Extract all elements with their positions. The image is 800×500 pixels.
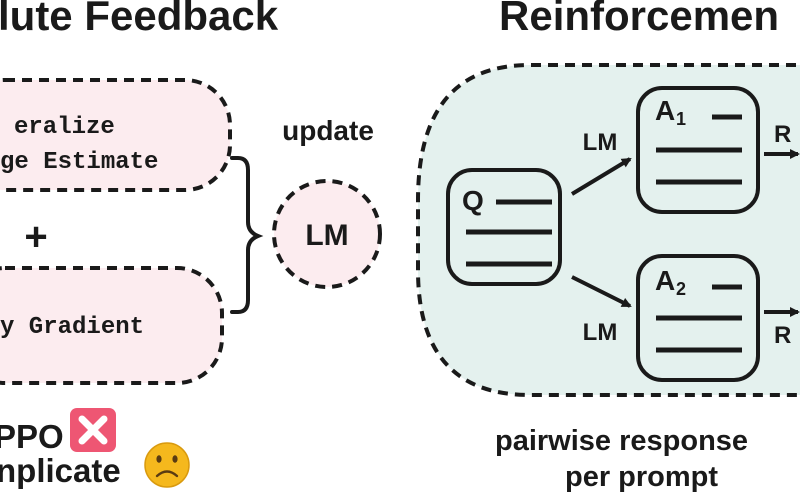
lm-label: LM: [305, 219, 348, 252]
reward-top-label: R: [774, 121, 791, 148]
right-title: Reinforcemen: [499, 0, 779, 39]
plus-sign: +: [24, 215, 47, 259]
policy-box-line1: y Gradient: [0, 314, 144, 341]
lm-arrow-top: [570, 157, 632, 196]
advantage-box-line1: eralize: [14, 114, 115, 141]
update-label: update: [282, 115, 374, 146]
question-box: [446, 168, 562, 286]
answer2-subscript: 2: [676, 279, 686, 299]
ppo-label: PPO: [0, 418, 64, 455]
answer1-subscript: 1: [676, 109, 686, 129]
caption-line2: per prompt: [565, 461, 718, 493]
caption-line1: pairwise response: [495, 425, 748, 457]
lm-circle: [272, 179, 382, 289]
curly-brace: [230, 156, 264, 314]
lm-top-label: LM: [583, 129, 618, 156]
cross-mark-icon: [70, 408, 116, 452]
advantage-box-line2: ge Estimate: [0, 149, 158, 176]
reward-bottom-label: R: [774, 322, 791, 349]
left-title: lute Feedback: [0, 0, 279, 39]
policy-gradient-box: [0, 266, 224, 385]
frowning-face-icon: [144, 442, 190, 488]
answer2-label: A: [655, 265, 675, 296]
complicate-label: nplicate: [0, 452, 121, 489]
lm-bottom-label: LM: [583, 319, 618, 346]
answer1-label: A: [655, 95, 675, 126]
advantage-estimate-box: [0, 78, 232, 192]
question-label: Q: [462, 185, 484, 216]
lm-arrow-bottom: [571, 275, 632, 308]
